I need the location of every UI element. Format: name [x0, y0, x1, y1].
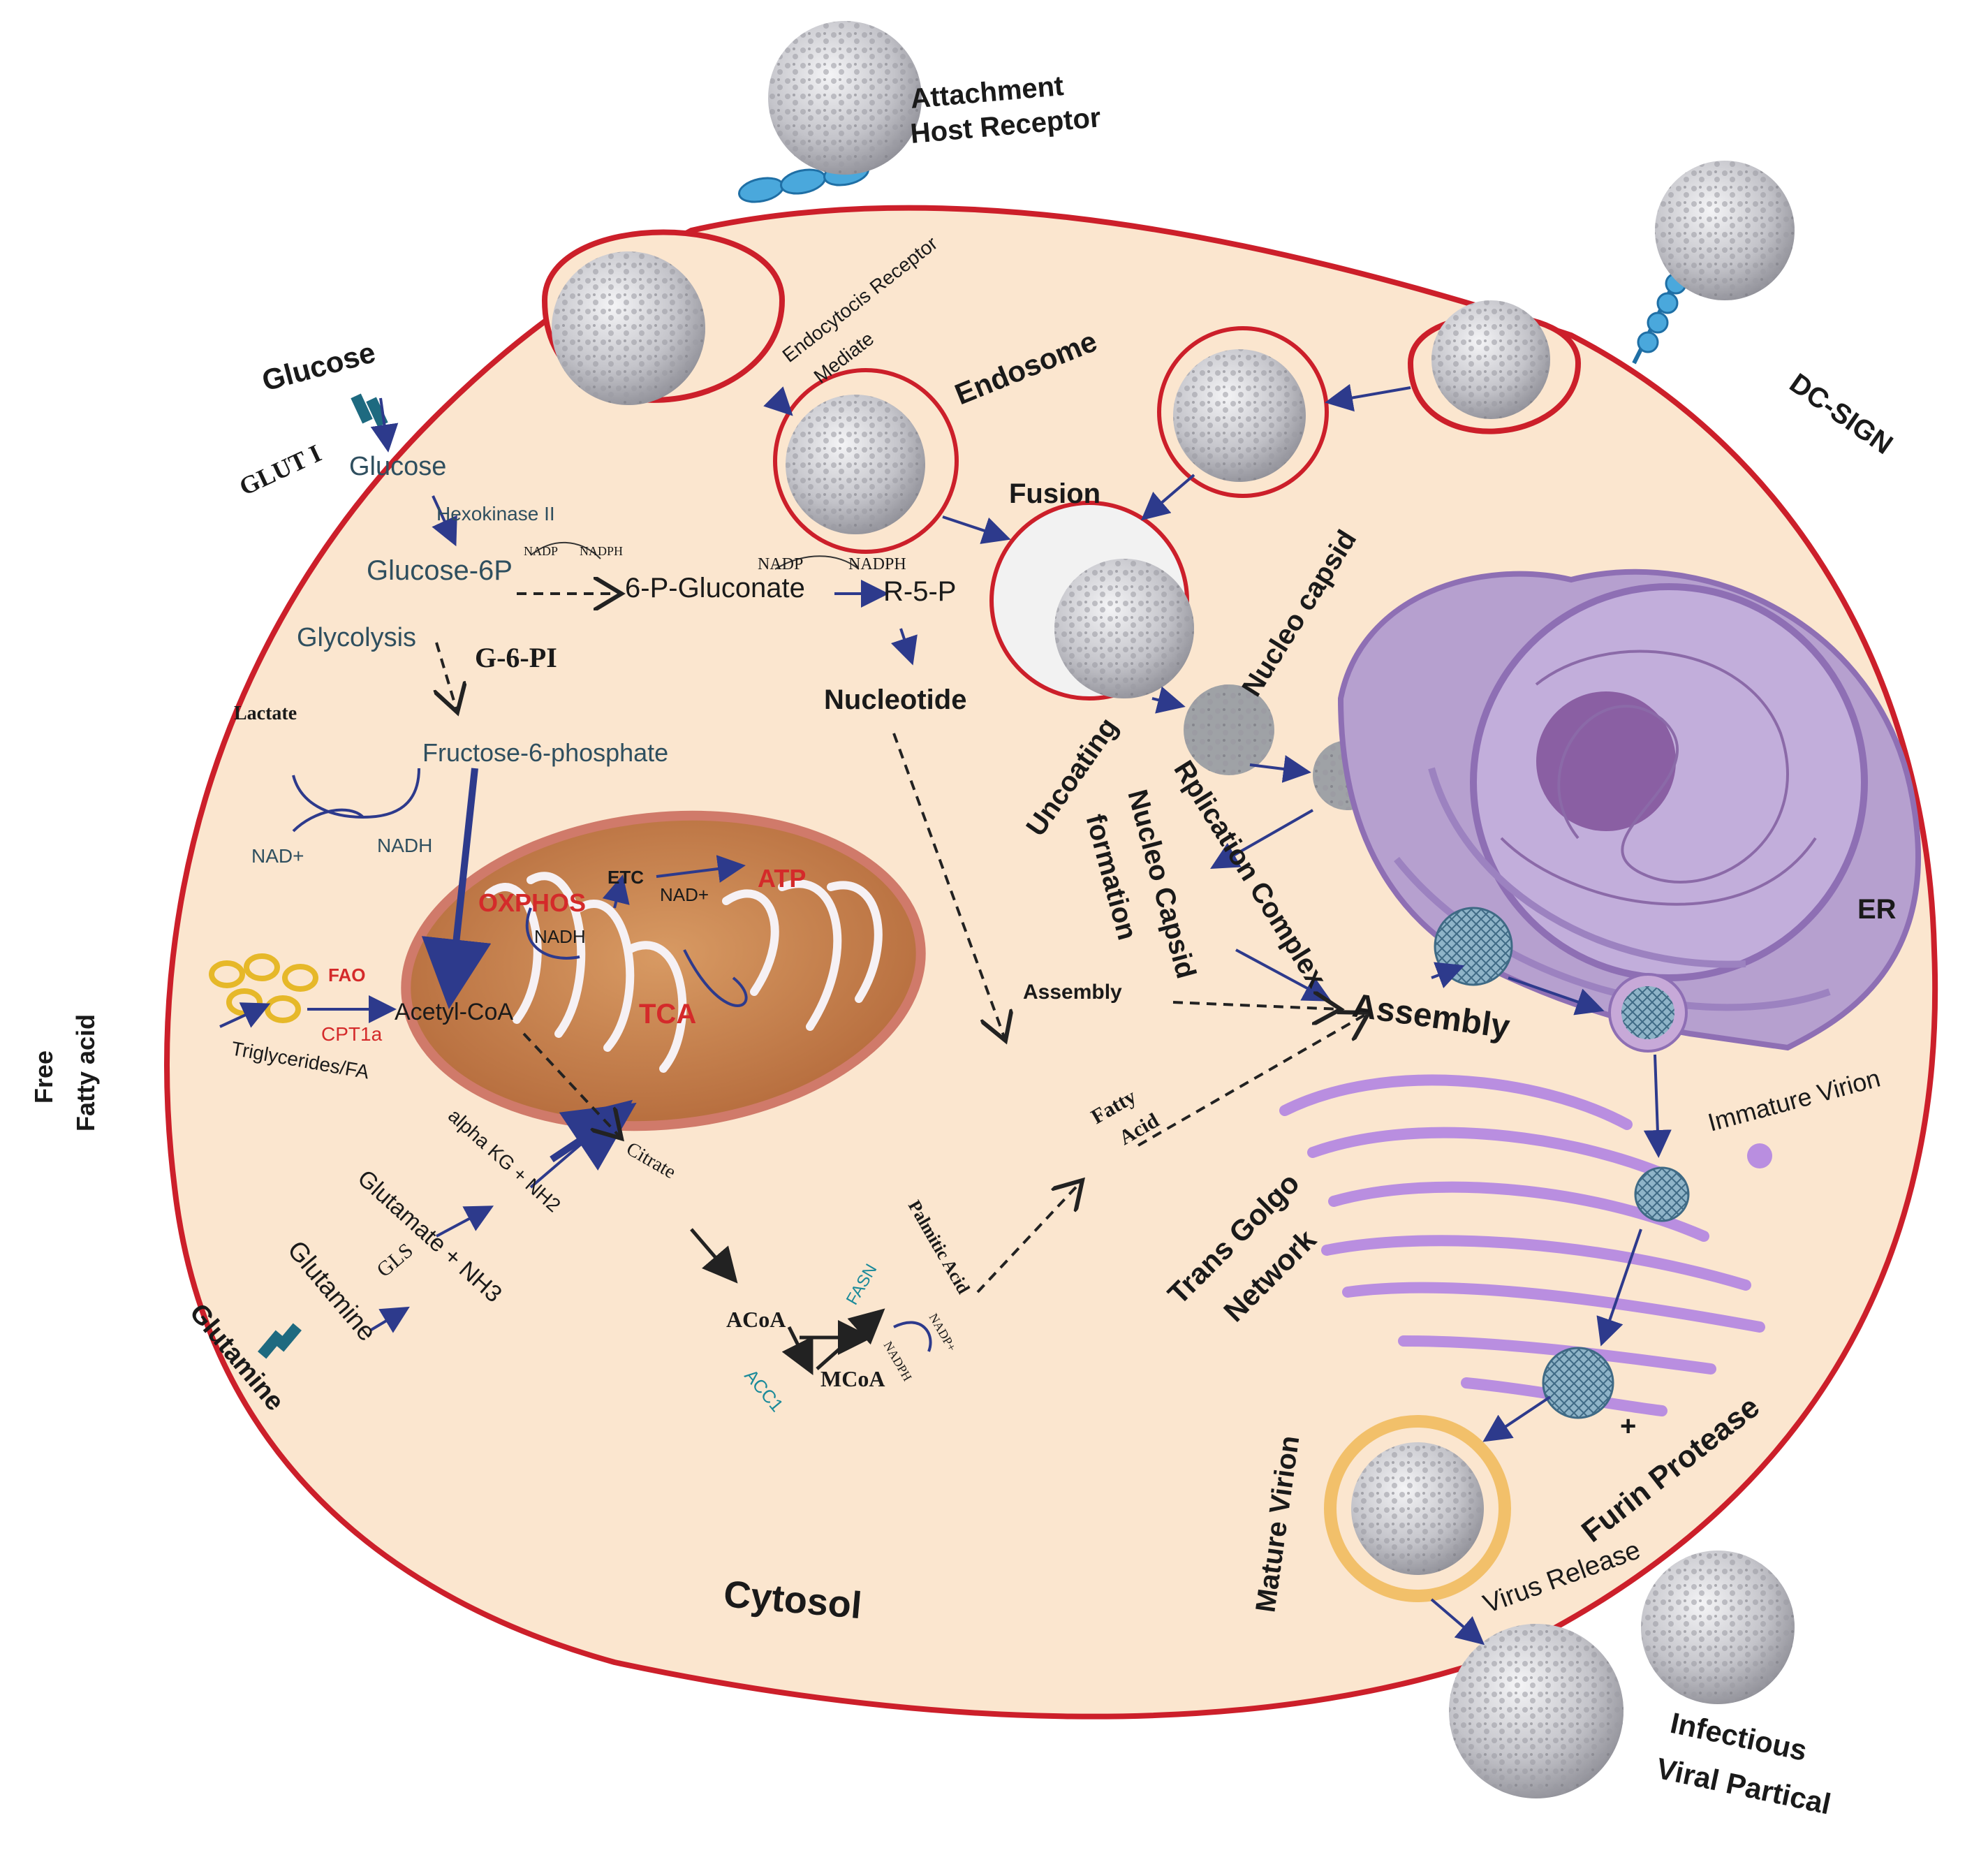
curved-nadp-arrows	[530, 541, 860, 570]
golgi-vesicle-icon	[1542, 1143, 1772, 1419]
nad-plus-mito-label: NAD+	[660, 884, 709, 905]
nadh-mito-label: NADH	[534, 926, 586, 947]
assembly-small-label: Assembly	[1023, 981, 1122, 1004]
dashed-arrows	[436, 594, 1369, 1293]
infectious-label-2: Viral Partical	[1654, 1752, 1834, 1821]
mcoa-label: MCoA	[820, 1366, 885, 1391]
plus-label: +	[1620, 1411, 1636, 1442]
hexokinase-label: Hexokinase II	[436, 503, 555, 525]
acetyl-coa-label: Acetyl-CoA	[395, 999, 513, 1025]
glut1-label: GLUT I	[235, 439, 325, 501]
atp-label: ATP	[758, 864, 806, 893]
curved-cofactor-arrows	[292, 768, 932, 1352]
golgi-icon	[1279, 1074, 1765, 1416]
nadph-2-label: NADPH	[848, 555, 906, 573]
released-virion-icon	[1449, 1551, 1795, 1798]
lactate-label: Lactate	[234, 703, 297, 724]
fao-label: FAO	[328, 965, 365, 985]
endocytosis-pit	[541, 229, 786, 405]
dc-sign-receptor-icon	[1632, 272, 1687, 365]
glucose-outside-label: Glucose	[258, 335, 378, 397]
r5p-label: R-5-P	[883, 576, 956, 607]
black-arrows	[690, 1228, 885, 1375]
dc-sign-label: DC-SIGN	[1784, 367, 1899, 460]
mature-virion-icon	[1324, 1415, 1511, 1602]
er-label: ER	[1857, 894, 1897, 925]
tca-label: TCA	[639, 999, 696, 1029]
nucleocapsid-icon	[1184, 684, 1383, 810]
nad-plus-label: NAD+	[251, 845, 304, 867]
endosome-dcsign-icon	[1157, 326, 1329, 498]
nadh-label: NADH	[377, 835, 432, 856]
nadp-1-label: NADP	[524, 544, 558, 558]
glutamine-transporter-icon	[258, 1323, 302, 1359]
er-capsid-icon	[1434, 907, 1688, 1053]
fusion-label: Fusion	[1009, 478, 1100, 509]
virus-attachment-icon	[768, 21, 922, 175]
f6p-label: Fructose-6-phosphate	[422, 738, 668, 767]
cpt1a-label: CPT1a	[321, 1023, 383, 1045]
pathway-arrows	[219, 383, 1672, 1646]
dcsign-pit	[1407, 300, 1582, 434]
free-label: Free	[29, 1050, 58, 1104]
endosome-icon	[773, 368, 959, 554]
nadph-1-label: NADPH	[580, 544, 623, 558]
oxphos-label: OXPHOS	[478, 888, 586, 917]
glycolysis-label: Glycolysis	[297, 623, 416, 652]
gluconate-label: 6-P-Gluconate	[625, 573, 805, 603]
g6pi-label: G-6-PI	[475, 642, 557, 673]
etc-label: ETC	[608, 867, 644, 888]
glucose-inside-label: Glucose	[349, 452, 446, 481]
acoa-label: ACoA	[726, 1307, 786, 1332]
mitochondrion-icon	[401, 810, 926, 1131]
fatty-acid-outside-label: Fatty acid	[71, 1014, 100, 1131]
virus-dcsign-icon	[1655, 161, 1795, 300]
glucose-6p-label: Glucose-6P	[367, 555, 513, 586]
fusion-icon	[989, 501, 1194, 701]
nadp-2-label: NADP	[758, 555, 803, 573]
nucleotide-label: Nucleotide	[824, 684, 966, 715]
